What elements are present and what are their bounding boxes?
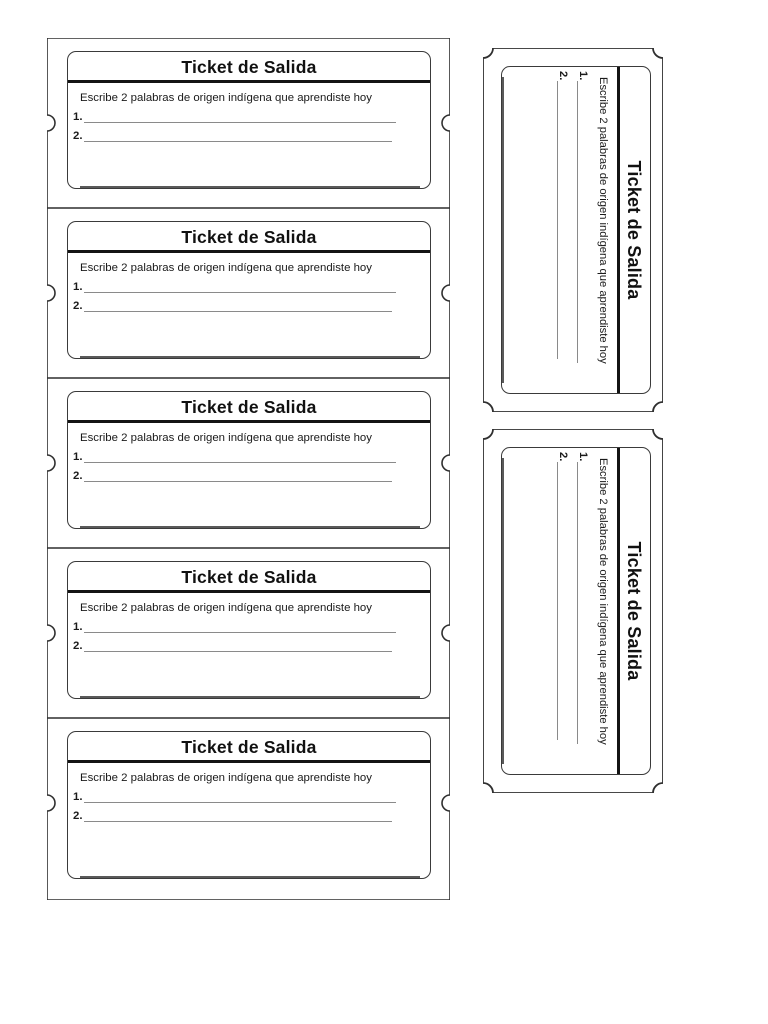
answer-line-2-number: 2. bbox=[73, 129, 83, 142]
ticket-right-1-wrapper: Ticket de Salida Escribe 2 palabras de o… bbox=[483, 48, 768, 412]
card-bottom-rule bbox=[80, 356, 420, 358]
ticket-left-1[interactable]: Ticket de Salida Escribe 2 palabras de o… bbox=[47, 38, 450, 208]
answer-line-1[interactable]: 1. bbox=[68, 790, 430, 805]
ticket-prompt: Escribe 2 palabras de origen indígena qu… bbox=[80, 431, 372, 444]
answer-lines: 1. 2. bbox=[555, 67, 590, 393]
answer-line-1[interactable]: 1. bbox=[68, 450, 430, 465]
answer-line-1-rule[interactable] bbox=[83, 801, 396, 803]
answer-line-2-rule[interactable] bbox=[83, 820, 392, 822]
answer-lines: 1. 2. bbox=[68, 110, 430, 144]
ticket-body: Escribe 2 palabras de origen indígena qu… bbox=[555, 448, 617, 774]
answer-line-2[interactable]: 2. bbox=[555, 67, 570, 393]
ticket-title: Ticket de Salida bbox=[181, 737, 317, 757]
card-bottom-rule bbox=[80, 876, 420, 878]
answer-line-2-number: 2. bbox=[556, 452, 569, 462]
card-bottom-rule bbox=[80, 526, 420, 528]
ticket-title: Ticket de Salida bbox=[181, 227, 317, 247]
answer-line-1-rule[interactable] bbox=[576, 462, 578, 745]
ticket-body: Escribe 2 palabras de origen indígena qu… bbox=[68, 83, 430, 144]
answer-line-1[interactable]: 1. bbox=[68, 620, 430, 635]
ticket-prompt: Escribe 2 palabras de origen indígena qu… bbox=[80, 261, 372, 274]
ticket-prompt: Escribe 2 palabras de origen indígena qu… bbox=[80, 91, 372, 104]
ticket-card: Ticket de Salida Escribe 2 palabras de o… bbox=[501, 66, 651, 394]
answer-line-2-number: 2. bbox=[73, 299, 83, 312]
card-bottom-rule bbox=[502, 458, 504, 764]
answer-line-2-rule[interactable] bbox=[556, 462, 558, 741]
ticket-card: Ticket de Salida Escribe 2 palabras de o… bbox=[67, 221, 431, 359]
ticket-left-2[interactable]: Ticket de Salida Escribe 2 palabras de o… bbox=[47, 208, 450, 378]
answer-line-2[interactable]: 2. bbox=[68, 809, 430, 824]
answer-line-1[interactable]: 1. bbox=[575, 67, 590, 393]
ticket-prompt: Escribe 2 palabras de origen indígena qu… bbox=[596, 458, 609, 745]
answer-lines: 1. 2. bbox=[68, 450, 430, 484]
ticket-prompt: Escribe 2 palabras de origen indígena qu… bbox=[80, 771, 372, 784]
card-bottom-rule bbox=[502, 77, 504, 383]
answer-lines: 1. 2. bbox=[555, 448, 590, 774]
answer-line-1[interactable]: 1. bbox=[68, 110, 430, 125]
answer-line-2[interactable]: 2. bbox=[68, 639, 430, 654]
answer-line-1-rule[interactable] bbox=[83, 121, 396, 123]
answer-line-2-rule[interactable] bbox=[83, 310, 392, 312]
title-divider bbox=[68, 80, 430, 83]
ticket-prompt: Escribe 2 palabras de origen indígena qu… bbox=[596, 77, 609, 364]
ticket-body: Escribe 2 palabras de origen indígena qu… bbox=[68, 593, 430, 654]
title-divider bbox=[68, 760, 430, 763]
answer-line-2-number: 2. bbox=[73, 469, 83, 482]
ticket-card: Ticket de Salida Escribe 2 palabras de o… bbox=[67, 561, 431, 699]
answer-line-1-number: 1. bbox=[576, 452, 589, 462]
title-divider bbox=[68, 590, 430, 593]
ticket-title: Ticket de Salida bbox=[624, 541, 644, 681]
answer-line-1[interactable]: 1. bbox=[68, 280, 430, 295]
answer-line-2-rule[interactable] bbox=[556, 81, 558, 360]
answer-line-1[interactable]: 1. bbox=[575, 448, 590, 774]
card-bottom-rule bbox=[80, 696, 420, 698]
answer-line-2-rule[interactable] bbox=[83, 140, 392, 142]
ticket-title: Ticket de Salida bbox=[181, 397, 317, 417]
ticket-card: Ticket de Salida Escribe 2 palabras de o… bbox=[501, 447, 651, 775]
answer-lines: 1. 2. bbox=[68, 790, 430, 824]
ticket-title: Ticket de Salida bbox=[624, 160, 644, 300]
title-divider bbox=[68, 250, 430, 253]
answer-line-2-rule[interactable] bbox=[83, 480, 392, 482]
ticket-left-3[interactable]: Ticket de Salida Escribe 2 palabras de o… bbox=[47, 378, 450, 548]
answer-lines: 1. 2. bbox=[68, 620, 430, 654]
ticket-right-1[interactable]: Ticket de Salida Escribe 2 palabras de o… bbox=[483, 48, 663, 412]
answer-line-1-number: 1. bbox=[73, 790, 83, 803]
answer-line-2-number: 2. bbox=[73, 809, 83, 822]
answer-line-2-number: 2. bbox=[73, 639, 83, 652]
ticket-right-2[interactable]: Ticket de Salida Escribe 2 palabras de o… bbox=[483, 429, 663, 793]
ticket-left-5[interactable]: Ticket de Salida Escribe 2 palabras de o… bbox=[47, 718, 450, 900]
answer-line-1-rule[interactable] bbox=[83, 461, 396, 463]
answer-line-1-rule[interactable] bbox=[83, 631, 396, 633]
answer-line-2[interactable]: 2. bbox=[555, 448, 570, 774]
answer-line-1-rule[interactable] bbox=[576, 81, 578, 364]
card-bottom-rule bbox=[80, 186, 420, 188]
answer-line-1-number: 1. bbox=[73, 450, 83, 463]
answer-line-2-number: 2. bbox=[556, 71, 569, 81]
ticket-right-2-wrapper: Ticket de Salida Escribe 2 palabras de o… bbox=[483, 429, 768, 793]
ticket-card: Ticket de Salida Escribe 2 palabras de o… bbox=[67, 391, 431, 529]
answer-line-1-rule[interactable] bbox=[83, 291, 396, 293]
answer-line-1-number: 1. bbox=[576, 71, 589, 81]
ticket-left-4[interactable]: Ticket de Salida Escribe 2 palabras de o… bbox=[47, 548, 450, 718]
ticket-title: Ticket de Salida bbox=[181, 567, 317, 587]
ticket-body: Escribe 2 palabras de origen indígena qu… bbox=[555, 67, 617, 393]
title-divider bbox=[68, 420, 430, 423]
ticket-card: Ticket de Salida Escribe 2 palabras de o… bbox=[67, 51, 431, 189]
answer-line-1-number: 1. bbox=[73, 110, 83, 123]
ticket-body: Escribe 2 palabras de origen indígena qu… bbox=[68, 763, 430, 824]
ticket-prompt: Escribe 2 palabras de origen indígena qu… bbox=[80, 601, 372, 614]
answer-line-2[interactable]: 2. bbox=[68, 469, 430, 484]
answer-line-2[interactable]: 2. bbox=[68, 129, 430, 144]
ticket-body: Escribe 2 palabras de origen indígena qu… bbox=[68, 423, 430, 484]
answer-line-1-number: 1. bbox=[73, 280, 83, 293]
answer-lines: 1. 2. bbox=[68, 280, 430, 314]
answer-line-2-rule[interactable] bbox=[83, 650, 392, 652]
answer-line-1-number: 1. bbox=[73, 620, 83, 633]
ticket-card: Ticket de Salida Escribe 2 palabras de o… bbox=[67, 731, 431, 879]
ticket-title: Ticket de Salida bbox=[181, 57, 317, 77]
ticket-body: Escribe 2 palabras de origen indígena qu… bbox=[68, 253, 430, 314]
answer-line-2[interactable]: 2. bbox=[68, 299, 430, 314]
